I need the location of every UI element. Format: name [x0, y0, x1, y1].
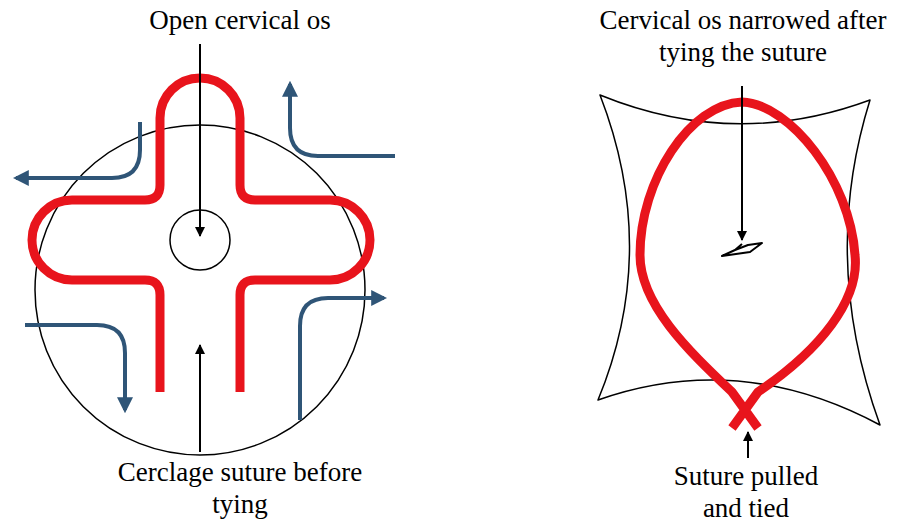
leader-arrow	[199, 44, 201, 236]
leader-arrow	[741, 86, 743, 240]
label-box: Cervical os narrowed after tying the sut…	[598, 4, 888, 68]
pull-arrow	[16, 122, 140, 178]
figure-label: Cervical os narrowed after tying the sut…	[598, 4, 888, 68]
label-box: Cerclage suture before tying	[110, 456, 370, 520]
label-box: Open cervical os	[90, 4, 390, 36]
pull-arrow	[300, 298, 384, 420]
pull-arrow	[25, 325, 125, 410]
leader-arrow	[747, 432, 749, 458]
label-box: Suture pulled and tied	[661, 460, 831, 524]
figure-label: Open cervical os	[90, 4, 390, 36]
tied-suture	[640, 102, 855, 428]
figure-label: Suture pulled and tied	[661, 460, 831, 524]
leader-arrow	[199, 345, 201, 452]
narrowed-os	[722, 243, 762, 256]
figure-label: Cerclage suture before tying	[110, 456, 370, 520]
pull-arrow	[290, 84, 395, 156]
